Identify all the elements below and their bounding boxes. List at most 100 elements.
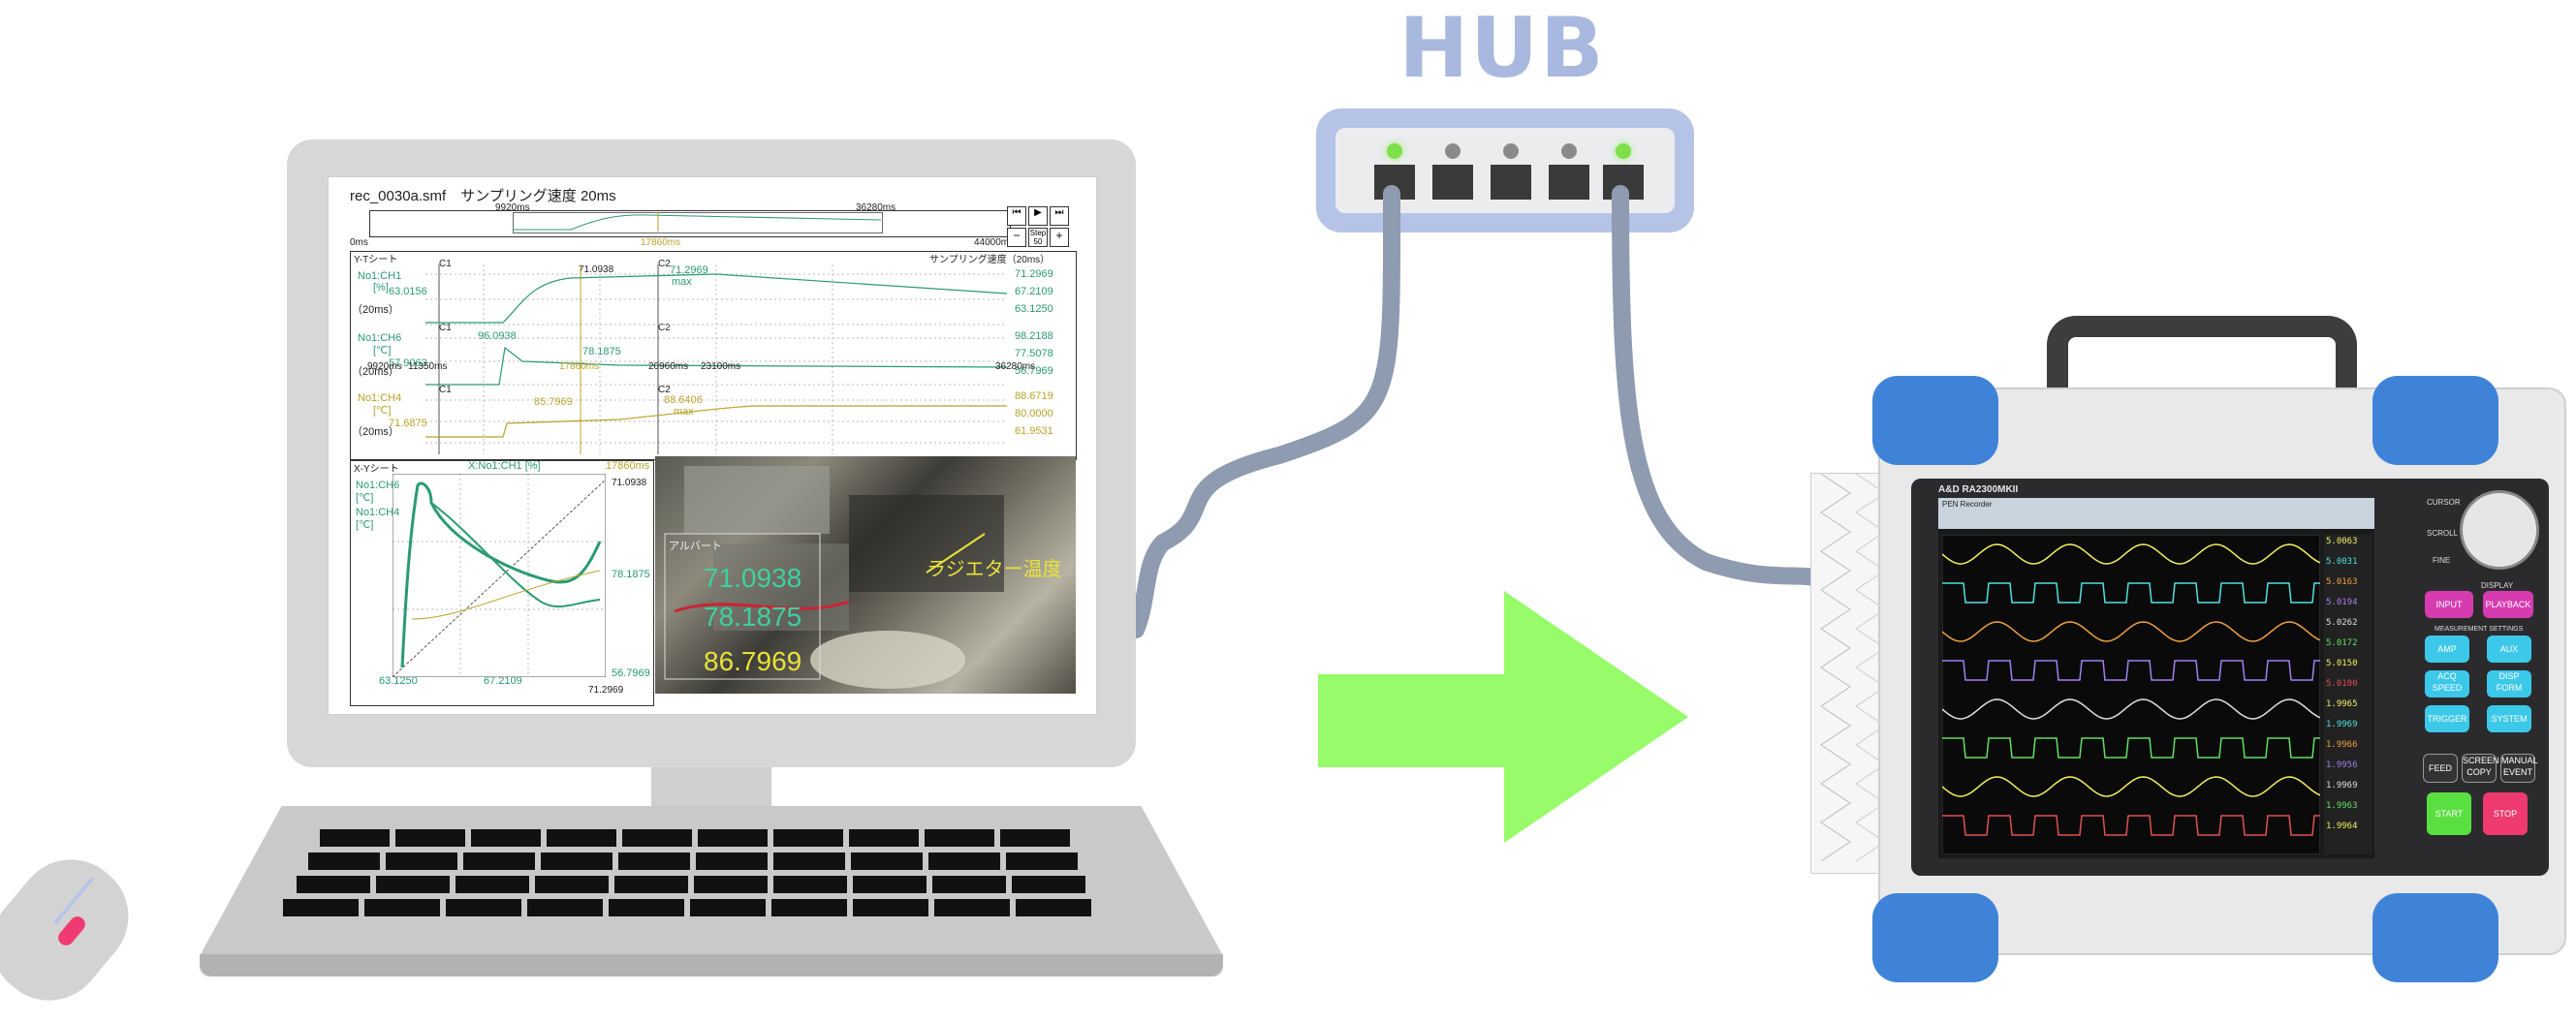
display-label: DISPLAY [2481, 581, 2514, 590]
keyboard-key [849, 829, 919, 847]
system-button[interactable]: SYSTEM [2487, 705, 2531, 732]
feed-button[interactable]: FEED [2423, 754, 2458, 783]
aux-button[interactable]: AUX [2487, 636, 2531, 663]
channel-top: 98.2188 [1015, 330, 1053, 342]
cursor-c2: C2 [658, 385, 671, 395]
forward-button[interactable]: ⏭ [1050, 206, 1069, 226]
amp-button[interactable]: AMP [2425, 636, 2469, 663]
xy-header: X:No1:CH1 [%] [468, 460, 541, 472]
hub-led-off-icon [1561, 143, 1577, 159]
channel-bottom: 63.1250 [1015, 303, 1053, 315]
hub-port [1432, 165, 1473, 200]
cursor-button[interactable]: CURSOR [2427, 498, 2461, 507]
time-tick: 11350ms [408, 361, 448, 372]
keyboard-key [614, 876, 688, 893]
channel-bottom: 61.9531 [1015, 425, 1053, 437]
xy-bottom: 71.2969 [588, 685, 624, 696]
hub-led-on-icon [1616, 143, 1631, 159]
waveform-trace [1942, 660, 2320, 681]
keyboard-key [925, 829, 994, 847]
zoom-in-button[interactable]: + [1050, 228, 1069, 247]
channel-readout: 1.9965 [2326, 699, 2358, 709]
channel-unit: [%] [373, 282, 389, 294]
keyboard-key [773, 876, 847, 893]
keyboard-key [364, 899, 440, 916]
channel-readout: 5.0150 [2326, 659, 2358, 668]
stop-button[interactable]: STOP [2483, 792, 2528, 835]
keyboard-key [395, 829, 465, 847]
keyboard-key [283, 899, 359, 916]
playback-button[interactable]: PLAYBACK [2483, 591, 2533, 618]
play-icon: ▶ [1034, 207, 1042, 218]
channel-readout: 1.9969 [2326, 720, 2358, 729]
zoom-out-button[interactable]: − [1007, 228, 1026, 247]
bumper-top-right [2372, 376, 2498, 465]
xy-right-mid: 78.1875 [612, 569, 650, 580]
device-waveforms [1942, 535, 2320, 854]
overview-selection[interactable] [513, 212, 883, 233]
cursor-c1: C1 [439, 385, 452, 395]
keyboard-key [694, 876, 768, 893]
xy-right-bottom: 56.7969 [612, 667, 650, 679]
keyboard-key [308, 852, 380, 870]
channel-mid: 77.5078 [1015, 348, 1053, 359]
c2-note: max [674, 406, 694, 418]
keyboard-key [609, 899, 684, 916]
sampling-label: サンプリング速度（20ms） [929, 255, 1051, 265]
channel-readout: 5.0100 [2326, 679, 2358, 689]
software-window: rec_0030a.smf サンプリング速度 20ms 0ms 9920ms 1… [328, 176, 1097, 715]
acq-speed-button[interactable]: ACQ SPEED [2425, 670, 2469, 698]
keyboard-key [527, 899, 603, 916]
engine-texture [664, 466, 1004, 689]
xy-sheet-label: X-Yシート [354, 464, 399, 475]
scroll-button[interactable]: SCROLL [2427, 529, 2459, 538]
overview-mark2: 36280ms [856, 202, 896, 213]
keyboard-key [853, 876, 927, 893]
yt-traces [425, 264, 1007, 454]
channel-readout: 1.9966 [2326, 740, 2358, 750]
keyboard-key [618, 852, 690, 870]
waveform-trace [1942, 543, 2320, 565]
monitor-stand [651, 767, 771, 806]
hub-port [1491, 165, 1531, 200]
overview-trace [513, 212, 881, 232]
overlay-value-2: 78.1875 [704, 602, 802, 632]
device-toolbar: PEN Recorder [1938, 498, 2374, 529]
rewind-button[interactable]: ⏮ [1007, 206, 1026, 226]
channel-readout: 5.0194 [2326, 598, 2358, 607]
channel-readout: 1.9963 [2326, 801, 2358, 811]
keyboard-key [934, 899, 1010, 916]
cable-hub-to-device [1612, 185, 1823, 586]
cursor-c1: C1 [439, 259, 452, 269]
device-brand: A&D RA2300MKII [1938, 484, 2019, 495]
disp-form-button[interactable]: DISP FORM [2487, 670, 2531, 698]
overview-mark1: 9920ms [495, 202, 530, 213]
keyboard-key [698, 829, 768, 847]
start-button[interactable]: START [2427, 792, 2471, 835]
c2-value: 78.1875 [582, 346, 621, 357]
fine-button[interactable]: FINE [2433, 556, 2451, 565]
plus-icon: + [1055, 229, 1063, 242]
keyboard-key [456, 876, 529, 893]
jog-dial[interactable] [2460, 490, 2539, 570]
screen-copy-button[interactable]: SCREEN COPY [2462, 754, 2499, 783]
rewind-icon: ⏮ [1012, 207, 1021, 218]
keyboard-key [696, 852, 768, 870]
trigger-button[interactable]: TRIGGER [2425, 705, 2469, 732]
channel-readout: 1.9956 [2326, 760, 2358, 770]
input-button[interactable]: INPUT [2425, 591, 2473, 618]
hub-led-on-icon [1387, 143, 1402, 159]
c1-value: 96.0938 [478, 330, 517, 342]
keyboard-key [463, 852, 535, 870]
xy-sheet [350, 460, 654, 706]
cursor-c2: C2 [658, 259, 671, 269]
channel-rate: （20ms） [352, 304, 399, 316]
keyboard-key [376, 876, 450, 893]
play-button[interactable]: ▶ [1028, 206, 1048, 226]
keyboard-key [928, 852, 1000, 870]
manual-event-button[interactable]: MANUAL EVENT [2500, 754, 2538, 783]
channel-readout: 5.0163 [2326, 577, 2358, 587]
